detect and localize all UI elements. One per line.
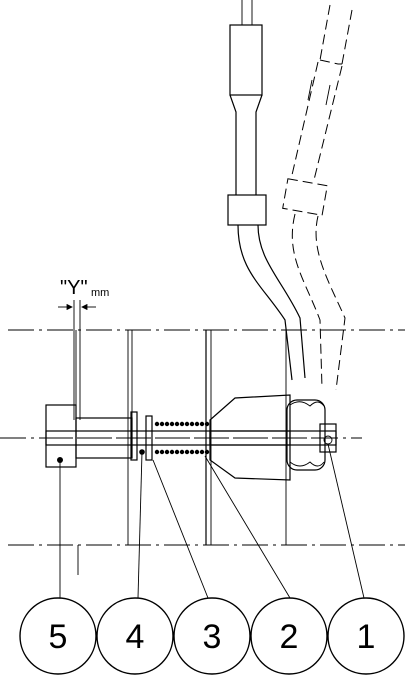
spring-coil: [154, 421, 160, 427]
spring-coil: [169, 449, 175, 455]
callout-2: 2: [250, 597, 328, 675]
washer-part-4: [130, 411, 145, 461]
spring-coil: [184, 449, 190, 455]
spring-coil: [184, 421, 190, 427]
spring-coil: [179, 449, 185, 455]
spring-coil: [174, 449, 180, 455]
callout-4-label: 4: [126, 618, 145, 656]
callout-5-label: 5: [49, 618, 68, 656]
dimension-unit: mm: [91, 287, 109, 299]
spring-coil: [204, 449, 210, 455]
spring-coil: [159, 449, 165, 455]
callout-1-label: 1: [357, 618, 376, 656]
shaft: [45, 430, 337, 446]
leader-lines: [59, 443, 365, 599]
spring: [145, 415, 210, 461]
spring-coil: [154, 449, 160, 455]
bracket-part-5: [45, 330, 133, 468]
spring-coil: [159, 421, 165, 427]
vertical-handle: [227, 0, 306, 381]
inclined-handle: [282, 4, 353, 391]
spring-coil: [194, 449, 200, 455]
spring-coil: [194, 421, 200, 427]
spring-coil: [189, 449, 195, 455]
callout-3-label: 3: [203, 618, 222, 656]
callout-4: 4: [96, 597, 174, 675]
dimension-y: "Y" mm: [58, 277, 109, 420]
hub-body: [209, 394, 291, 481]
spring-coil: [204, 421, 210, 427]
nut-part-1: [286, 399, 337, 471]
callout-3: 3: [173, 597, 251, 675]
spring-coil: [199, 421, 205, 427]
callout-2-label: 2: [280, 618, 299, 656]
spring-coil: [199, 449, 205, 455]
spring-coil: [189, 421, 195, 427]
dimension-label: "Y": [60, 277, 88, 299]
spring-coil: [179, 421, 185, 427]
spring-coil: [164, 421, 170, 427]
spring-coil: [169, 421, 175, 427]
spring-coil: [164, 449, 170, 455]
callout-1: 1: [327, 597, 405, 675]
spring-coil: [174, 421, 180, 427]
callout-5: 5: [19, 597, 97, 675]
